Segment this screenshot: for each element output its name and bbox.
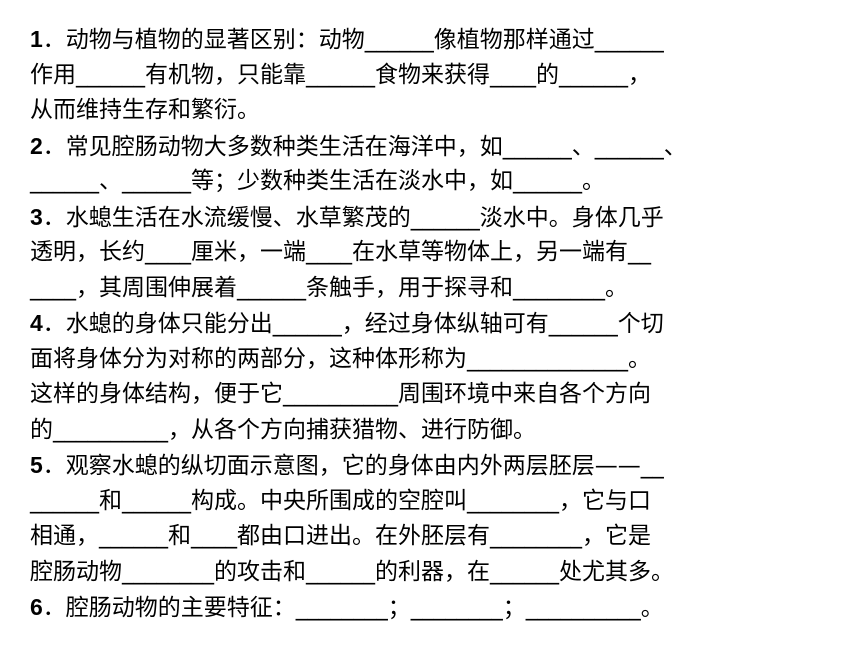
question-number: 6 [30, 594, 43, 620]
question-number: 4 [30, 310, 43, 336]
question-line: 5．观察水螅的纵切面示意图，它的身体由内外两层胚层——__ [30, 448, 830, 484]
question-text: ．动物与植物的显著区别：动物______像植物那样通过______ [42, 27, 664, 53]
question-text: ．腔肠动物的主要特征：________；________；__________。 [42, 595, 664, 621]
question-line: ____，其周围伸展着______条触手，用于探寻和________。 [30, 271, 830, 307]
question-text: ．水螅生活在水流缓慢、水草繁茂的______淡水中。身体几乎 [42, 204, 664, 231]
question-line: 6．腔肠动物的主要特征：________；________；__________… [30, 590, 830, 626]
question-line: 3．水螅生活在水流缓慢、水草繁茂的______淡水中。身体几乎 [30, 200, 830, 236]
question-5: 5．观察水螅的纵切面示意图，它的身体由内外两层胚层——__ ______和___… [30, 448, 830, 590]
question-text: ．水螅的身体只能分出______，经过身体纵轴可有______个切 [42, 311, 664, 337]
question-text: 腔肠动物________的攻击和______的利器，在______处尤其多。 [30, 558, 674, 585]
question-text: ．常见腔肠动物大多数种类生活在海洋中，如______、______、 [42, 133, 687, 160]
question-line: ______、______等；少数种类生活在淡水中，如______。 [30, 164, 830, 200]
question-line: 这样的身体结构，便于它__________周围环境中来自各个方向 [30, 377, 830, 413]
question-number: 2 [30, 132, 43, 159]
question-line: 透明，长约____厘米，一端____在水草等物体上，另一端有__ [30, 235, 830, 271]
question-text: 透明，长约____厘米，一端____在水草等物体上，另一端有__ [30, 239, 651, 265]
question-3: 3．水螅生活在水流缓慢、水草繁茂的______淡水中。身体几乎 透明，长约___… [30, 200, 830, 307]
question-line: 相通，______和____都由口进出。在外胚层有________，它是 [30, 519, 830, 555]
question-line: 2．常见腔肠动物大多数种类生活在海洋中，如______、______、 [30, 129, 830, 165]
question-number: 5 [30, 452, 43, 478]
question-1: 1．动物与植物的显著区别：动物______像植物那样通过______ 作用___… [30, 22, 830, 129]
question-6: 6．腔肠动物的主要特征：________；________；__________… [30, 590, 830, 626]
question-line: ______和______构成。中央所围成的空腔叫________，它与口 [30, 484, 830, 520]
question-line: 4．水螅的身体只能分出______，经过身体纵轴可有______个切 [30, 306, 830, 342]
question-text: 相通，______和____都由口进出。在外胚层有________，它是 [30, 523, 651, 549]
question-text: ______、______等；少数种类生活在淡水中，如______。 [30, 168, 605, 194]
question-text: 从而维持生存和繁衍。 [30, 97, 260, 123]
worksheet: 1．动物与植物的显著区别：动物______像植物那样通过______ 作用___… [30, 22, 830, 626]
question-line: 面将身体分为对称的两部分，这种体形称为______________。 [30, 342, 830, 378]
question-line: 从而维持生存和繁衍。 [30, 93, 830, 129]
question-2: 2．常见腔肠动物大多数种类生活在海洋中，如______、______、 ____… [30, 129, 830, 200]
question-text: ______和______构成。中央所围成的空腔叫________，它与口 [30, 487, 651, 514]
question-line: 的__________，从各个方向捕获猎物、进行防御。 [30, 413, 830, 449]
question-line: 腔肠动物________的攻击和______的利器，在______处尤其多。 [30, 555, 830, 591]
question-number: 1 [30, 26, 43, 52]
question-line: 作用______有机物，只能靠______食物来获得____的______， [30, 58, 830, 94]
question-text: 作用______有机物，只能靠______食物来获得____的______， [30, 61, 651, 88]
question-text: ____，其周围伸展着______条触手，用于探寻和________。 [30, 274, 628, 301]
question-line: 1．动物与植物的显著区别：动物______像植物那样通过______ [30, 22, 830, 58]
question-text: ．观察水螅的纵切面示意图，它的身体由内外两层胚层——__ [42, 453, 664, 479]
question-4: 4．水螅的身体只能分出______，经过身体纵轴可有______个切 面将身体分… [30, 306, 830, 448]
question-text: 的__________，从各个方向捕获猎物、进行防御。 [30, 416, 536, 443]
question-text: 面将身体分为对称的两部分，这种体形称为______________。 [30, 345, 651, 372]
question-number: 3 [30, 203, 43, 230]
question-text: 这样的身体结构，便于它__________周围环境中来自各个方向 [30, 381, 651, 407]
